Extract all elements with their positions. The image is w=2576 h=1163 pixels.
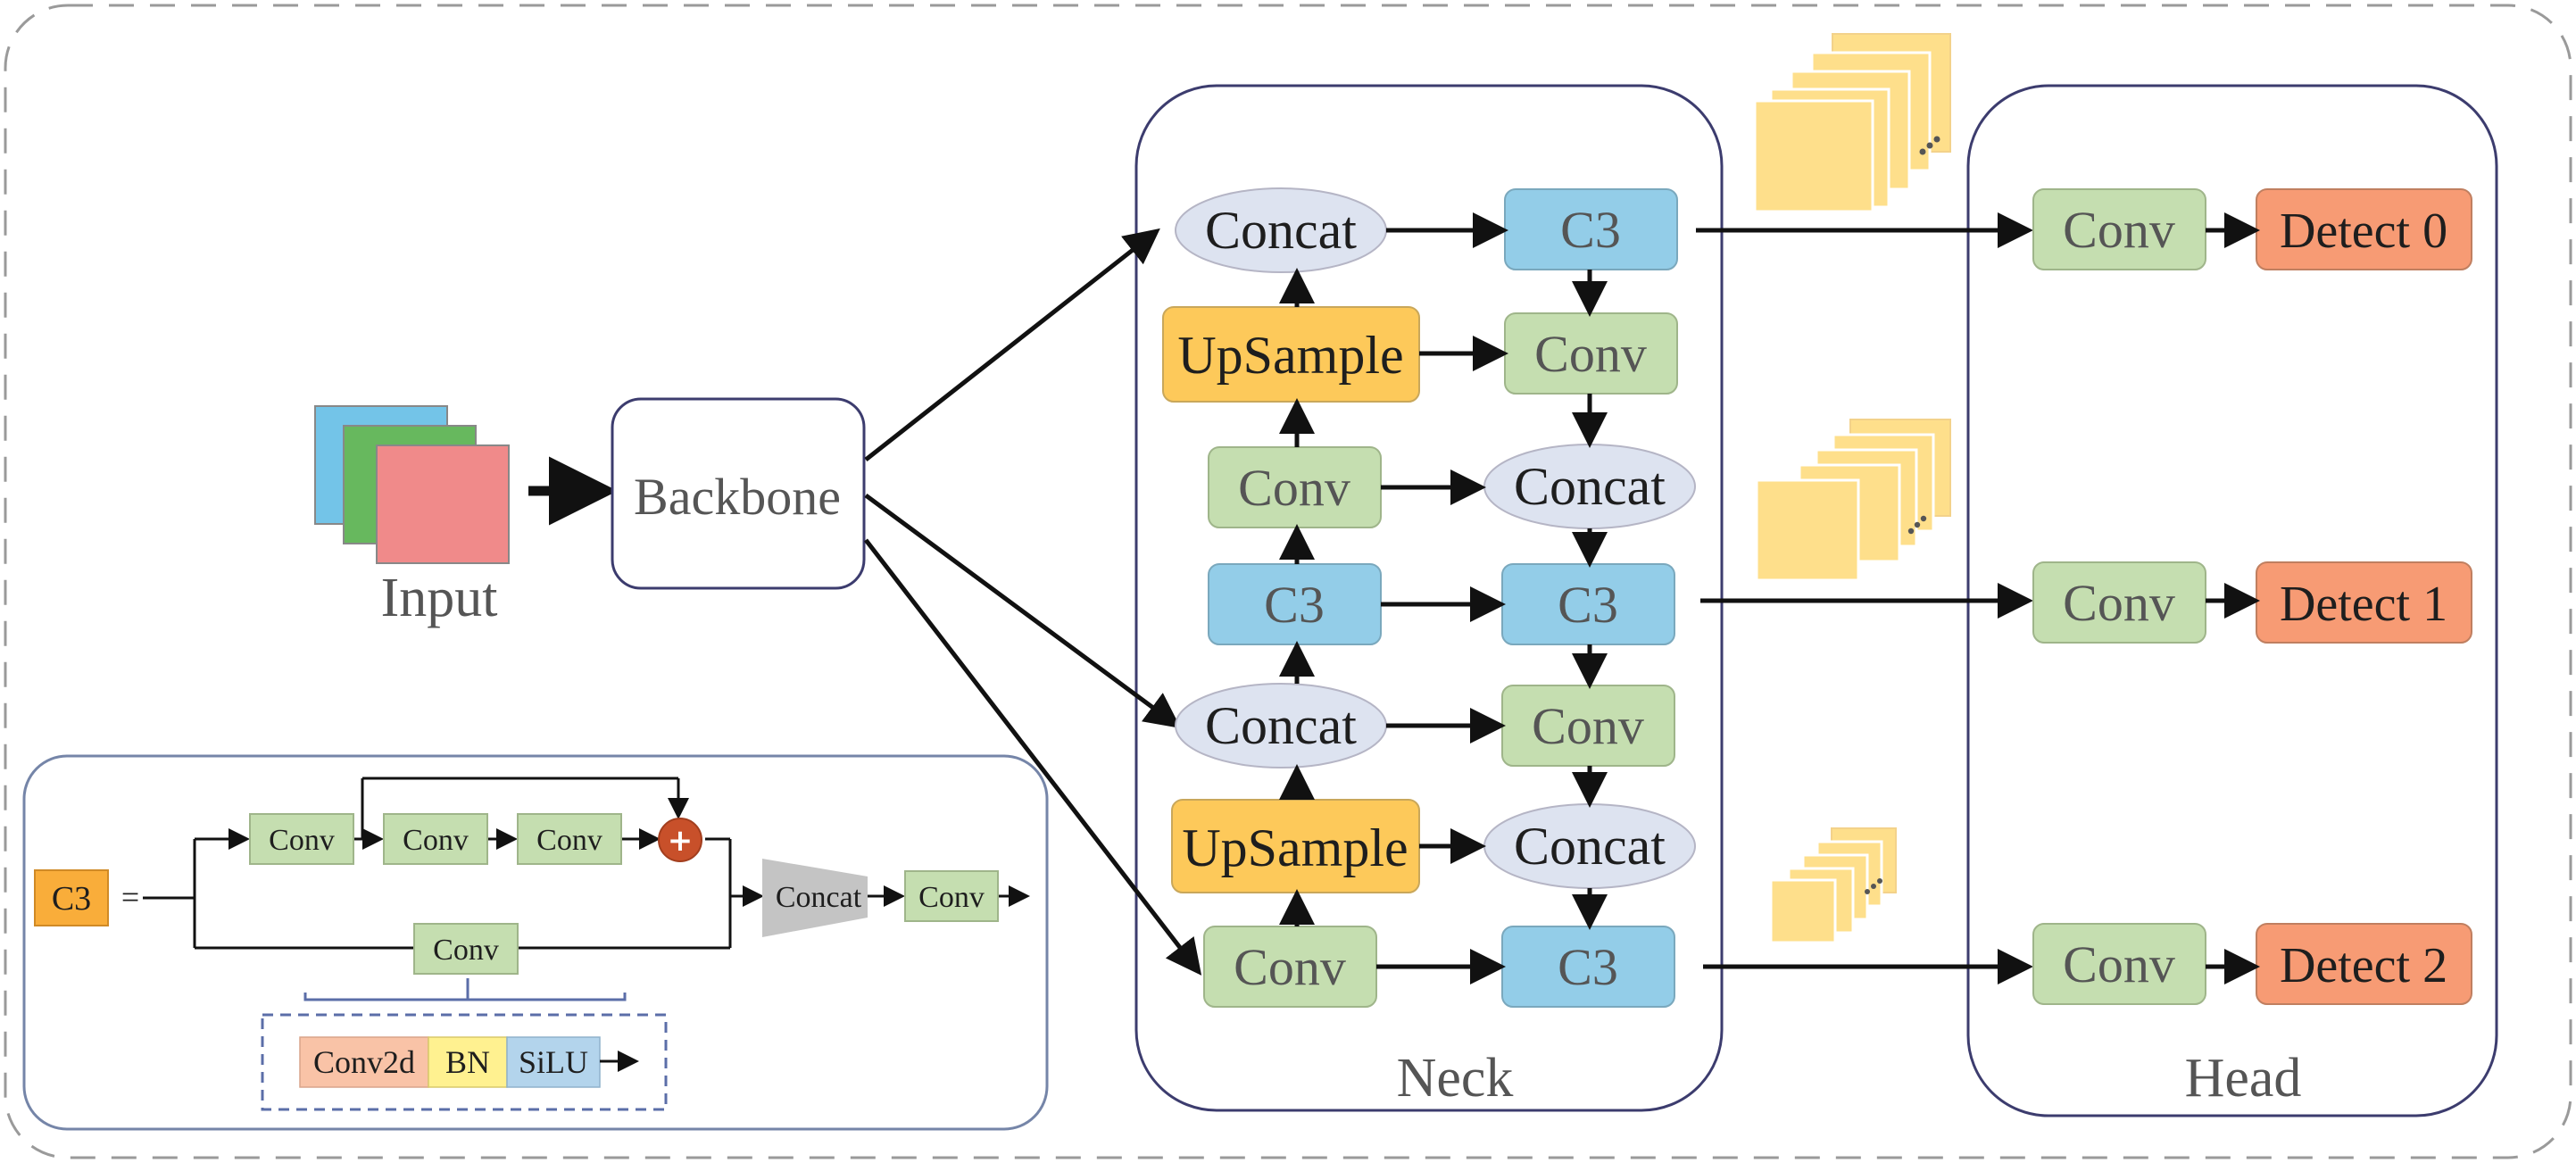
head-conv-2-label: Conv bbox=[2063, 935, 2175, 993]
neck-concat-mid-label: Concat bbox=[1205, 696, 1357, 755]
legend-silu-block bbox=[506, 1036, 601, 1088]
neck-concat-top-label: Concat bbox=[1205, 201, 1357, 260]
legend-equals-sign: = bbox=[121, 879, 139, 915]
head-label: Head bbox=[2185, 1048, 2302, 1109]
head-conv-0-label: Conv bbox=[2063, 201, 2175, 259]
legend-conv-bottom bbox=[413, 923, 519, 975]
feature-maps-medium bbox=[1755, 419, 1951, 582]
feature-map-square bbox=[1753, 99, 1874, 213]
legend-conv2d-block bbox=[299, 1036, 429, 1088]
head-conv-2 bbox=[2032, 923, 2206, 1005]
legend-conv2d-label: Conv2d bbox=[313, 1044, 415, 1080]
backbone-box bbox=[611, 397, 866, 590]
neck-concat-right-1-label: Concat bbox=[1514, 457, 1666, 516]
legend-conv-b-label: Conv bbox=[403, 824, 469, 857]
legend-conv-a-label: Conv bbox=[269, 824, 335, 857]
head-conv-1-label: Conv bbox=[2063, 574, 2175, 632]
backbone-to-conv-bottom-arrow bbox=[864, 538, 1202, 976]
neck-conv-right-1-label: Conv bbox=[1534, 325, 1647, 383]
legend-conv-bottom-label: Conv bbox=[433, 934, 499, 967]
backbone-to-concat-mid-arrow bbox=[864, 493, 1182, 728]
backbone-to-concat-top-arrow bbox=[864, 228, 1160, 461]
legend-c3-label: C3 bbox=[52, 880, 91, 918]
feature-maps-small bbox=[1769, 827, 1897, 944]
legend-conv-b bbox=[383, 813, 488, 865]
backbone-label: Backbone bbox=[634, 468, 841, 526]
neck-label: Neck bbox=[1397, 1048, 1514, 1109]
neck-c3-left-label: C3 bbox=[1264, 576, 1325, 634]
feature-map-square bbox=[1769, 878, 1837, 944]
neck-upsample-bottom-label: UpSample bbox=[1182, 818, 1408, 877]
head-detect-2-label: Detect 2 bbox=[2280, 938, 2447, 993]
ellipsis-dots bbox=[1907, 515, 1927, 535]
legend-bn-label: BN bbox=[445, 1044, 490, 1080]
legend-concat-label: Concat bbox=[776, 881, 862, 914]
legend-c3-box bbox=[34, 869, 109, 926]
legend-bn-block bbox=[428, 1036, 508, 1088]
feature-map-square bbox=[1755, 478, 1860, 582]
ellipsis-dots bbox=[1865, 878, 1882, 894]
legend-conv-c-label: Conv bbox=[536, 824, 602, 857]
neck-conv-right-2-label: Conv bbox=[1532, 697, 1644, 755]
ellipsis-dots bbox=[1919, 136, 1940, 155]
head-detect-1-label: Detect 1 bbox=[2280, 577, 2447, 632]
legend-conv-out bbox=[904, 870, 999, 922]
legend-conv-c bbox=[517, 813, 622, 865]
neck-c3-right-2-label: C3 bbox=[1558, 576, 1618, 634]
legend-plus-circle bbox=[658, 818, 702, 862]
input-label: Input bbox=[381, 568, 498, 628]
legend-concat-trapezoid bbox=[762, 859, 868, 937]
neck-c3-right-3-label: C3 bbox=[1558, 938, 1618, 996]
outer-dashed-frame bbox=[4, 4, 2572, 1159]
input-layer-red bbox=[376, 444, 510, 564]
neck-conv-left-1-label: Conv bbox=[1238, 459, 1350, 517]
legend-conv-out-label: Conv bbox=[918, 881, 985, 914]
neck-concat-right-2-label: Concat bbox=[1514, 817, 1666, 876]
feature-maps-large bbox=[1753, 33, 1951, 213]
legend-silu-label: SiLU bbox=[519, 1044, 588, 1080]
head-detect-0-label: Detect 0 bbox=[2280, 204, 2447, 259]
input-stack bbox=[314, 405, 510, 564]
neck-c3-right-1-label: C3 bbox=[1560, 201, 1621, 259]
legend-conv-a bbox=[249, 813, 354, 865]
neck-upsample-top-label: UpSample bbox=[1177, 326, 1403, 385]
legend-plus-icon: + bbox=[668, 823, 694, 859]
neck-conv-left-2-label: Conv bbox=[1234, 938, 1346, 996]
